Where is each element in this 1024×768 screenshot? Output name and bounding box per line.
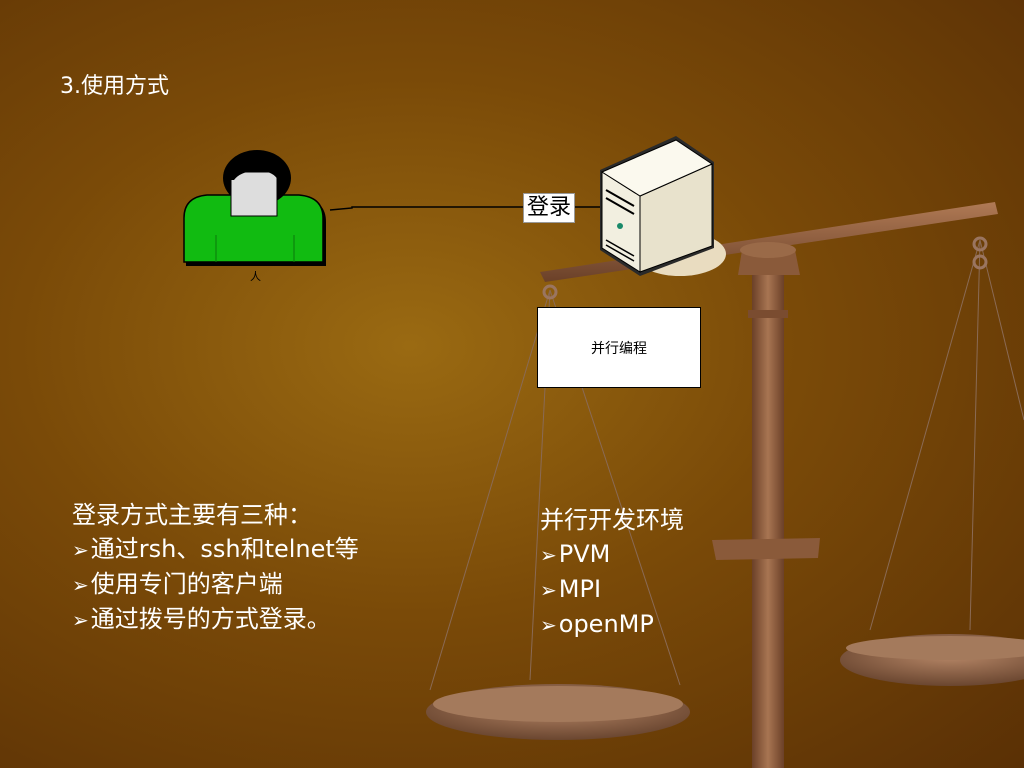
arrow-bullet-icon: ➢ (540, 543, 557, 567)
login-methods-list: 登录方式主要有三种： ➢通过rsh、ssh和telnet等 ➢使用专门的客户端 … (72, 498, 359, 637)
parallel-programming-box: 并行编程 (537, 307, 701, 388)
arrow-bullet-icon: ➢ (540, 578, 557, 602)
list-item-text: PVM (558, 540, 611, 568)
list-item: ➢使用专门的客户端 (72, 567, 359, 602)
list-item: ➢MPI (540, 572, 684, 607)
list-item: ➢通过rsh、ssh和telnet等 (72, 532, 359, 567)
server-icon (600, 136, 726, 276)
arrow-bullet-icon: ➢ (72, 573, 89, 597)
list-item: ➢通过拨号的方式登录。 (72, 602, 359, 637)
slide-title: 3.使用方式 (60, 74, 169, 99)
arrow-bullet-icon: ➢ (72, 608, 89, 632)
person-label: 人 (250, 270, 261, 283)
person-icon (183, 150, 326, 266)
list-item-text: 使用专门的客户端 (90, 570, 283, 598)
list-item: ➢PVM (540, 537, 684, 572)
environments-list: 并行开发环境 ➢PVM ➢MPI ➢openMP (540, 503, 684, 642)
arrow-bullet-icon: ➢ (540, 613, 557, 637)
list-item-text: openMP (558, 610, 654, 638)
login-label: 登录 (523, 193, 576, 223)
login-methods-heading: 登录方式主要有三种： (72, 501, 312, 529)
environments-heading: 并行开发环境 (540, 506, 684, 534)
parallel-programming-label: 并行编程 (591, 340, 647, 357)
list-item-text: MPI (558, 575, 602, 603)
list-item-text: 通过拨号的方式登录。 (90, 605, 331, 633)
list-item: ➢openMP (540, 607, 684, 642)
list-item-text: 通过rsh、ssh和telnet等 (90, 535, 359, 563)
arrow-bullet-icon: ➢ (72, 538, 89, 562)
